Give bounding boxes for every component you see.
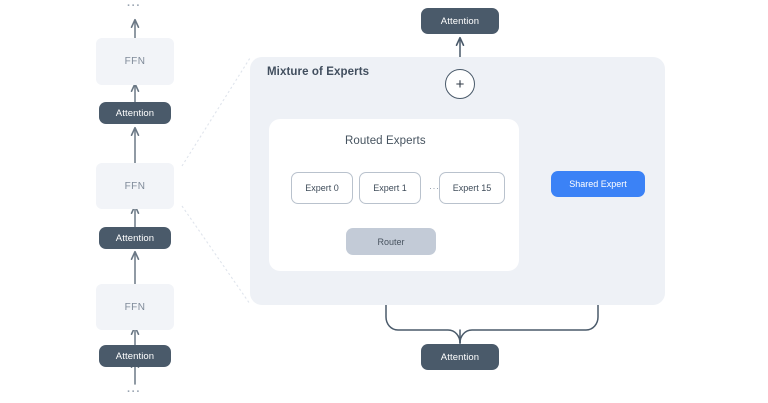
expert-box-1[interactable]: Expert 1	[359, 172, 421, 204]
ffn-block-bottom: FFN	[96, 284, 174, 330]
attention-block-lower: Attention	[99, 345, 171, 367]
zoom-connector-lines	[181, 57, 251, 305]
ffn-block-middle: FFN	[96, 163, 174, 209]
attention-block-middle: Attention	[99, 227, 171, 249]
adder-node: +	[445, 69, 475, 99]
router-block[interactable]: Router	[346, 228, 436, 255]
ffn-block-top: FFN	[96, 38, 174, 85]
left-stack-bottom-ellipsis: ···	[127, 386, 141, 398]
attention-block-input: Attention	[421, 344, 499, 370]
left-stack-top-ellipsis: ···	[127, 0, 141, 12]
routed-experts-title: Routed Experts	[345, 135, 426, 147]
shared-expert-block[interactable]: Shared Expert	[551, 171, 645, 197]
mixture-of-experts-title: Mixture of Experts	[267, 66, 370, 78]
experts-ellipsis: ···	[429, 183, 440, 193]
expert-box-0[interactable]: Expert 0	[291, 172, 353, 204]
attention-block-output: Attention	[421, 8, 499, 34]
expert-box-15[interactable]: Expert 15	[439, 172, 505, 204]
attention-block-upper: Attention	[99, 102, 171, 124]
